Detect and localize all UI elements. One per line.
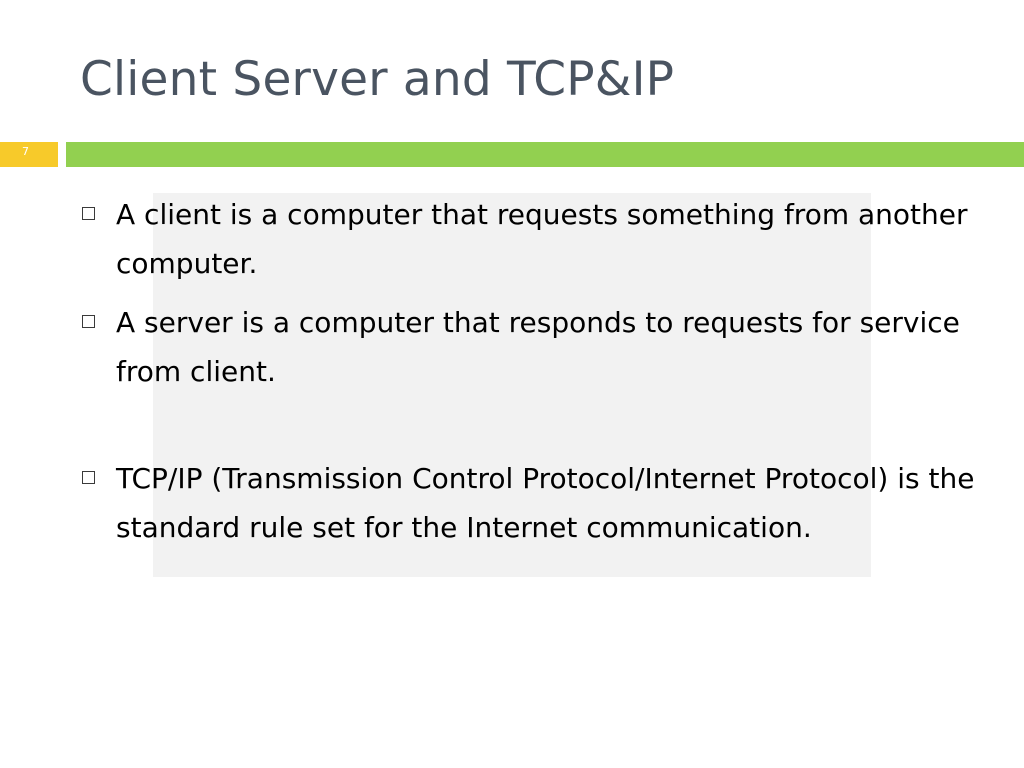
bullet-text: TCP/IP (Transmission Control Protocol/In… [116, 462, 975, 544]
bullet-item: A client is a computer that requests som… [82, 190, 982, 288]
slide-number-box: 7 [0, 142, 58, 167]
bullet-text: A client is a computer that requests som… [116, 198, 968, 280]
square-outline-icon [82, 471, 95, 484]
bullet-list: A client is a computer that requests som… [82, 190, 982, 552]
slide-number: 7 [22, 145, 29, 158]
bullet-item: TCP/IP (Transmission Control Protocol/In… [82, 454, 982, 552]
bullet-item: A server is a computer that responds to … [82, 298, 982, 396]
bullet-text: A server is a computer that responds to … [116, 306, 960, 388]
square-outline-icon [82, 207, 95, 220]
slide-title: Client Server and TCP&IP [80, 52, 675, 107]
square-outline-icon [82, 315, 95, 328]
title-accent-bar [66, 142, 1024, 167]
watermark-box [153, 193, 871, 577]
